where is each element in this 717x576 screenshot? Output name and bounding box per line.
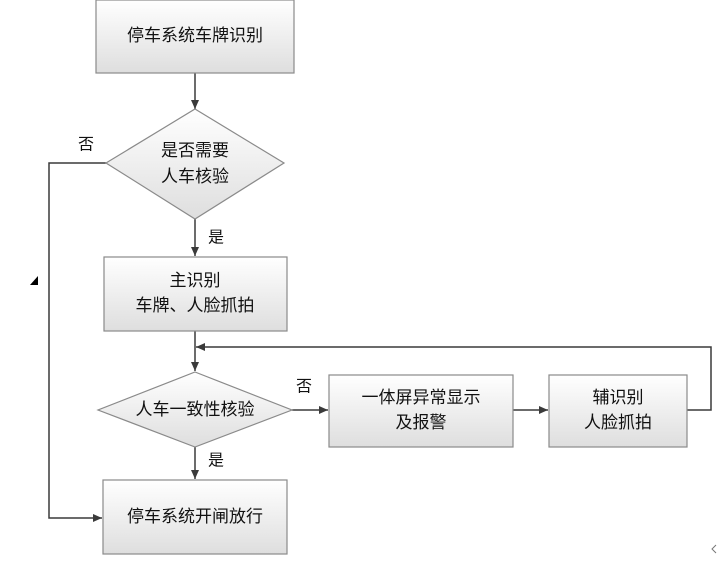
node-primary-recognition: 主识别 车牌、人脸抓拍 — [103, 256, 288, 332]
decision-diamond — [104, 108, 286, 220]
node-label-line-1: 主识别 — [170, 271, 221, 291]
edge-secondary-loop-back — [196, 343, 712, 411]
node-decision-verify: 是否需要 人车核验 — [104, 108, 286, 220]
node-plate-recognition: 停车系统车牌识别 — [95, 0, 295, 74]
node-label-line-2: 及报警 — [396, 413, 447, 433]
corner-glyph-icon — [711, 544, 717, 554]
node-label: 停车系统车牌识别 — [127, 26, 263, 46]
label-consistency-yes: 是 — [208, 451, 224, 470]
edge-verify-no-to-gate — [48, 162, 106, 522]
process-box — [548, 374, 688, 448]
node-label-line-1: 辅识别 — [593, 388, 644, 408]
node-alarm: 一体屏异常显示 及报警 — [328, 374, 514, 448]
process-box — [103, 256, 288, 332]
node-label-line-1: 一体屏异常显示 — [362, 388, 481, 408]
node-label-line-2: 人脸抓拍 — [584, 413, 652, 433]
node-decision-consistency: 人车一致性核验 — [96, 371, 294, 448]
process-box — [328, 374, 514, 448]
node-label-line-1: 是否需要 — [161, 141, 229, 161]
node-label: 停车系统开闸放行 — [127, 507, 263, 527]
label-verify-no: 否 — [78, 135, 94, 154]
node-open-gate: 停车系统开闸放行 — [102, 479, 288, 555]
label-consistency-no: 否 — [296, 377, 312, 396]
process-box — [95, 0, 295, 74]
corner-marker-icon — [30, 276, 38, 285]
node-label-line-2: 人车核验 — [161, 167, 229, 187]
process-box — [102, 479, 288, 555]
decision-diamond — [96, 371, 294, 448]
label-verify-yes: 是 — [208, 228, 224, 247]
node-label-line-2: 车牌、人脸抓拍 — [136, 296, 255, 316]
node-label: 人车一致性核验 — [136, 400, 255, 420]
connectors — [48, 73, 712, 522]
node-secondary-recognition: 辅识别 人脸抓拍 — [548, 374, 688, 448]
